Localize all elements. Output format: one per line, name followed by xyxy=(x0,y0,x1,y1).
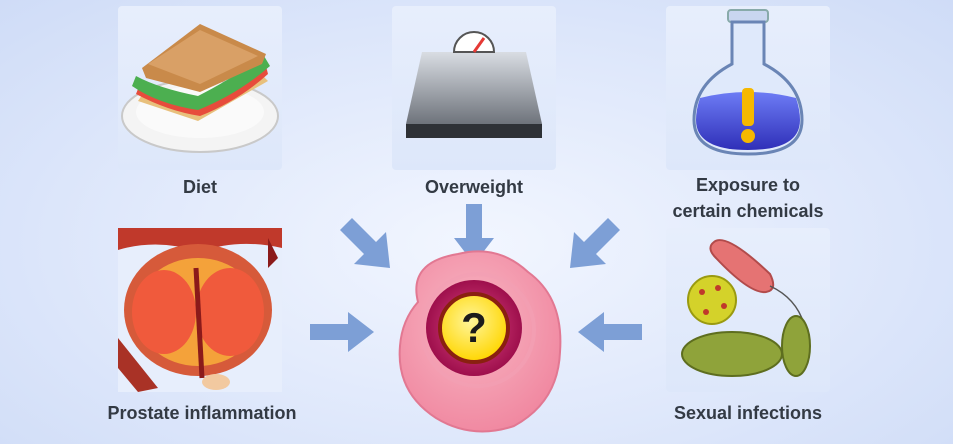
arrow-overweight-to-cell xyxy=(454,204,494,264)
inflammation-label-text: Prostate inflammation xyxy=(107,403,297,423)
infections-tile xyxy=(666,228,830,392)
infections-label-text: Sexual infections xyxy=(673,403,823,423)
chemicals-label: Exposure to certain chemicals xyxy=(646,172,850,224)
overweight-label: Overweight xyxy=(392,174,556,200)
question-mark: ? xyxy=(461,304,487,351)
inflammation-label: Prostate inflammation xyxy=(80,400,324,426)
flask-icon xyxy=(692,9,804,156)
prostate-icon xyxy=(118,228,282,392)
chemicals-label-line1: Exposure to xyxy=(695,175,801,195)
infections-label: Sexual infections xyxy=(626,400,870,426)
diet-label-text: Diet xyxy=(182,177,217,197)
sandwich-icon xyxy=(121,24,279,153)
arrow-inflammation-to-cell xyxy=(310,312,374,352)
arrow-diet-to-cell xyxy=(340,218,390,268)
bacteria-icon xyxy=(681,239,811,377)
scale-icon xyxy=(406,31,542,138)
overweight-tile xyxy=(392,6,556,170)
diet-label: Diet xyxy=(118,174,282,200)
diet-tile xyxy=(118,6,282,170)
arrow-chemicals-to-cell xyxy=(570,218,620,268)
overweight-label-text: Overweight xyxy=(424,177,524,197)
cell-icon: ? xyxy=(388,242,568,438)
inflammation-tile xyxy=(118,228,282,392)
chemicals-tile xyxy=(666,6,830,170)
chemicals-label-line2: certain chemicals xyxy=(672,201,824,221)
arrow-infections-to-cell xyxy=(578,312,642,352)
